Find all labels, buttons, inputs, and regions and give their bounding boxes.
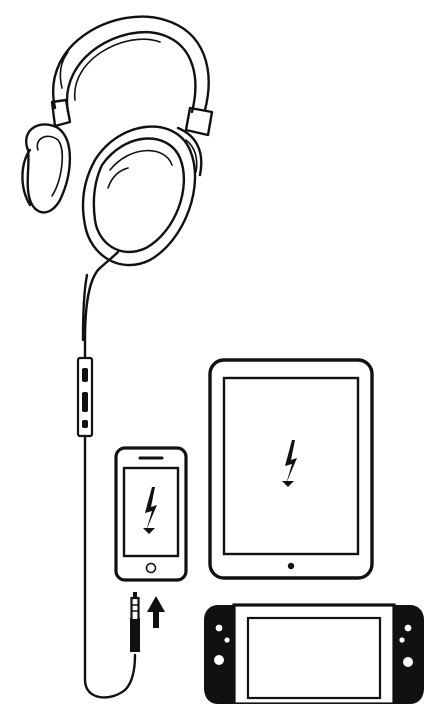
tablet-icon (208, 358, 374, 580)
audio-jack-icon (130, 592, 140, 652)
phone-icon (114, 446, 188, 582)
up-arrow-icon (147, 596, 165, 628)
headphones-icon (21, 15, 214, 272)
audio-cable-icon (76, 268, 137, 699)
lightning-charge-icon (143, 487, 157, 534)
game-console-icon (204, 603, 424, 704)
lightning-charge-icon (282, 440, 297, 487)
inline-remote-icon (76, 356, 94, 438)
